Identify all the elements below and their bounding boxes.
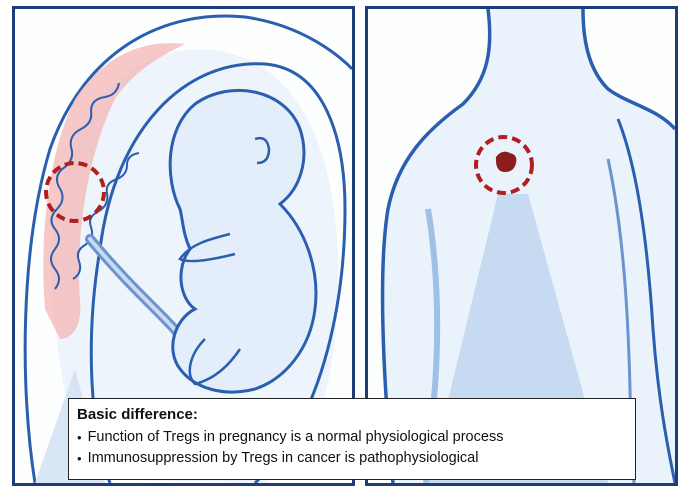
caption-bullet-text: Function of Tregs in pregnancy is a norm… bbox=[88, 427, 504, 448]
bullet-dot-icon: • bbox=[77, 427, 82, 448]
caption-bullet-text: Immunosuppression by Tregs in cancer is … bbox=[88, 448, 479, 469]
caption-box: Basic difference: • Function of Tregs in… bbox=[68, 398, 636, 480]
bullet-dot-icon: • bbox=[77, 448, 82, 469]
caption-bullet-1: • Function of Tregs in pregnancy is a no… bbox=[77, 427, 627, 448]
caption-bullet-2: • Immunosuppression by Tregs in cancer i… bbox=[77, 448, 627, 469]
caption-title: Basic difference: bbox=[77, 405, 627, 424]
fetus bbox=[170, 90, 316, 392]
